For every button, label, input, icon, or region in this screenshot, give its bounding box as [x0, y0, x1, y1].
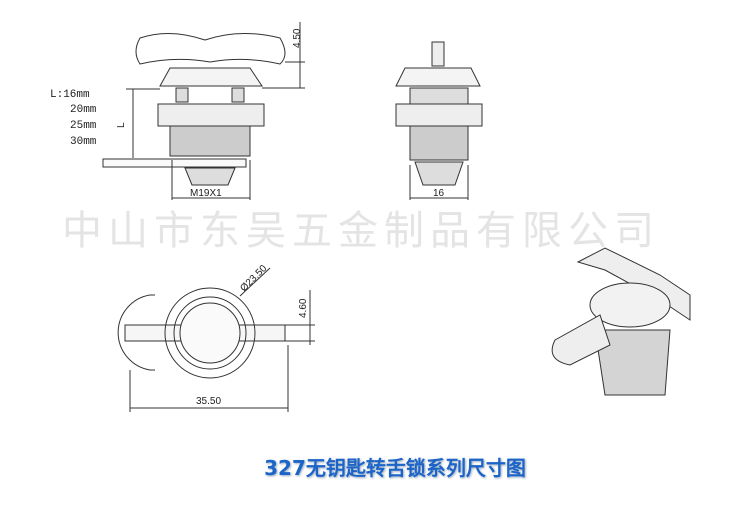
l-label: L [116, 122, 127, 128]
length-label: L:16mm [50, 89, 90, 101]
length-option: 20mm [70, 104, 97, 116]
diameter-dim: Ø23.50 [238, 263, 269, 294]
isometric-view [551, 247, 691, 396]
handle-height-dim: 4.50 [292, 28, 303, 48]
thickness-dim: 4.60 [298, 298, 309, 318]
width-dim: 16 [433, 188, 445, 199]
front-view [102, 22, 305, 200]
cam-length-dim: 35.50 [196, 396, 221, 407]
thread-dim: M19X1 [190, 188, 222, 199]
caption-title: 327无钥匙转舌锁系列尺寸图 [264, 456, 526, 480]
top-view [117, 267, 315, 412]
length-option: 30mm [70, 136, 97, 148]
side-view [395, 41, 483, 200]
company-watermark: 中山市东吴五金制品有限公司 [62, 208, 660, 254]
length-option: 25mm [70, 120, 97, 132]
